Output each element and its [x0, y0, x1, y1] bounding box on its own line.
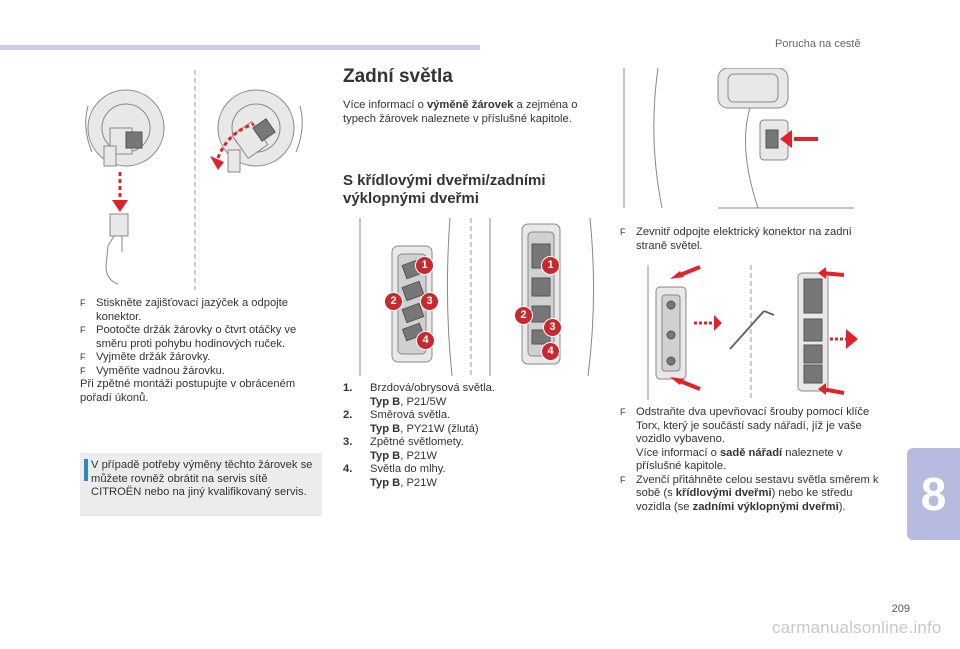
list-item: 2. Směrová světla. Typ B, PY21W (žlutá) — [343, 409, 479, 435]
list-item: 1. Brzdová/obrysová světla. Typ B, P21/5… — [343, 382, 495, 408]
watermark: carmanualsonline.info — [772, 618, 942, 637]
header-bar — [0, 45, 480, 50]
info-text: V případě potřeby výměny těchto žárovek … — [91, 459, 313, 498]
page-title: Zadní světla — [343, 66, 453, 87]
list-item: 4. Světla do mlhy. Typ B, P21W — [343, 463, 446, 489]
intro-text: Více informací o výměně žárovek a zejmén… — [343, 99, 578, 125]
list-item: F Zvenčí přitáhněte celou sestavu světla… — [620, 473, 879, 513]
connector-illustration — [623, 68, 854, 209]
rear-lamps-illustration — [359, 218, 595, 376]
fog-lamp-illustration — [85, 70, 303, 290]
callout-4-right: 4 — [541, 342, 560, 361]
subsection-title: S křídlovými dveřmi/zadními výklopnými d… — [343, 172, 546, 207]
callout-2-left: 2 — [384, 292, 403, 311]
info-bar — [84, 459, 88, 481]
chapter-tab — [907, 448, 960, 540]
removal-steps: F Odstraňte dva upevňovací šrouby pomocí… — [620, 406, 882, 514]
callout-3-right: 3 — [543, 318, 562, 337]
callout-3-left: 3 — [420, 292, 439, 311]
chapter-number: 8 — [920, 468, 947, 520]
section-title: Porucha na cestě — [775, 38, 861, 50]
callout-1-right: 1 — [541, 256, 560, 275]
page-number: 209 — [891, 603, 910, 615]
reassembly-note: Při zpětné montáži postupujte v obrácené… — [80, 378, 296, 404]
callout-1-left: 1 — [415, 256, 434, 275]
list-item: 3. Zpětné světlomety. Typ B, P21W — [343, 436, 464, 462]
lamp-list: 1. Brzdová/obrysová světla. Typ B, P21/5… — [343, 382, 593, 490]
callout-2-right: 2 — [514, 306, 533, 325]
callout-4-left: 4 — [416, 331, 435, 350]
list-item: F Odstraňte dva upevňovací šrouby pomocí… — [620, 406, 870, 472]
info-box: V případě potřeby výměny těchto žárovek … — [80, 453, 322, 516]
screws-illustration — [647, 265, 858, 400]
